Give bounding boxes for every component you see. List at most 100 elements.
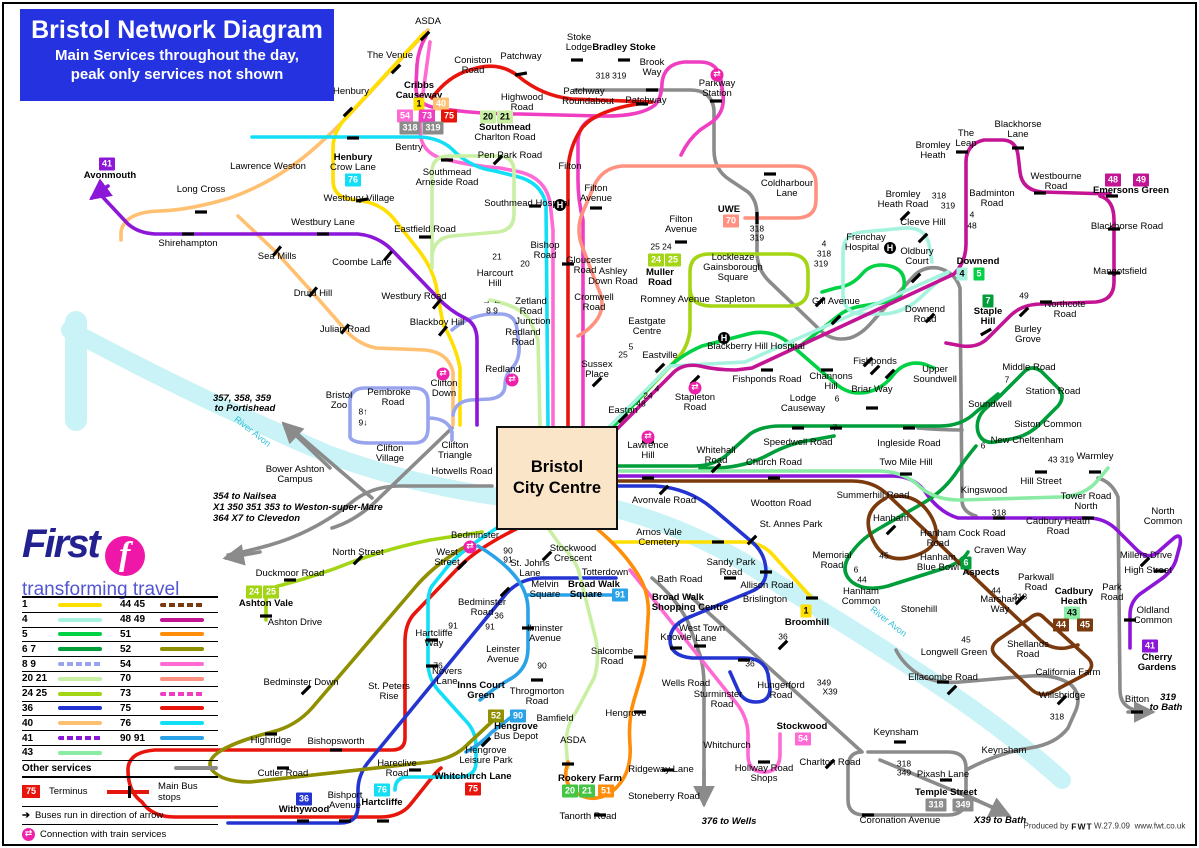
route-line bbox=[866, 494, 938, 561]
route-line bbox=[798, 263, 907, 348]
station-label: Bishop bbox=[530, 239, 560, 251]
station-label: 48 bbox=[967, 220, 977, 231]
bus-stop-tick bbox=[1012, 146, 1024, 150]
station-label: Gill Avenue bbox=[812, 295, 860, 307]
station-label: 319 bbox=[940, 200, 956, 211]
station-label: Down bbox=[431, 387, 457, 399]
station-label: Cock Road bbox=[958, 527, 1006, 539]
station-label: Produced by bbox=[1023, 821, 1069, 831]
route-badge: 5 bbox=[973, 267, 985, 281]
station-label: Road bbox=[926, 537, 950, 549]
station-label: 36 bbox=[494, 610, 504, 621]
hospital-icon: H bbox=[884, 242, 896, 254]
station-label: Lawrence bbox=[627, 439, 669, 451]
station-label: Hill bbox=[824, 380, 838, 392]
station-label: New Cheltenham bbox=[990, 434, 1064, 446]
station-label: Lane bbox=[436, 675, 458, 687]
station-label: Coldharbour bbox=[760, 177, 814, 189]
station-label: Road bbox=[683, 401, 707, 413]
station-label: Road bbox=[769, 689, 793, 701]
route-line bbox=[975, 366, 1064, 445]
route-line bbox=[393, 526, 499, 792]
station-label: 7 bbox=[832, 422, 838, 433]
route-line bbox=[126, 526, 520, 819]
route-line bbox=[841, 226, 950, 316]
route-line bbox=[236, 214, 455, 427]
bus-stop-tick bbox=[1035, 470, 1047, 474]
bus-stop-tick bbox=[352, 554, 364, 566]
station-label: 49 bbox=[1019, 290, 1029, 301]
station-label: Leisure Park bbox=[459, 754, 513, 766]
station-label: Ashton Vale bbox=[238, 597, 294, 609]
station-label: Bedminster Down bbox=[263, 676, 339, 688]
station-label: Road bbox=[1016, 648, 1040, 660]
legend-empty bbox=[160, 746, 218, 761]
station-label: Hengrove bbox=[465, 744, 507, 756]
station-label: Bus Depot bbox=[493, 730, 539, 742]
station-label: X39 bbox=[822, 686, 838, 697]
bus-stop-tick bbox=[499, 586, 511, 598]
station-label: Pen Park Road bbox=[477, 149, 543, 161]
station-label: Hill Street bbox=[1020, 475, 1062, 487]
route-badge: 54 bbox=[396, 109, 414, 123]
station-label: Allison Road bbox=[740, 579, 794, 591]
station-label: Road bbox=[648, 276, 672, 288]
station-label: Road bbox=[519, 305, 543, 317]
first-wordmark: First bbox=[22, 522, 101, 566]
bus-stop-tick bbox=[869, 364, 881, 376]
route-badge: 6 bbox=[960, 556, 972, 570]
legend-route-swatch bbox=[160, 598, 218, 613]
station-label: Redland bbox=[485, 363, 521, 375]
station-label: Stoneberry Road bbox=[628, 790, 700, 802]
bus-stop-tick bbox=[1018, 306, 1030, 318]
station-label: Common bbox=[841, 595, 881, 607]
station-label: Centre bbox=[632, 325, 662, 337]
train-connection-label: Connection with train services bbox=[40, 828, 167, 840]
bus-stop-tick bbox=[761, 368, 773, 372]
station-label: Triangle bbox=[438, 449, 472, 461]
station-label: Easton bbox=[608, 404, 638, 416]
legend-route-number: 6 7 bbox=[22, 642, 58, 658]
route-line bbox=[614, 392, 1000, 468]
bus-stop-tick bbox=[590, 206, 602, 210]
station-label: Stockwood bbox=[549, 542, 597, 554]
station-label: Station Road bbox=[1025, 385, 1081, 397]
bus-stop-tick bbox=[910, 272, 922, 284]
station-label: → ← bbox=[482, 295, 502, 306]
station-label: Memorial bbox=[812, 549, 852, 561]
station-label: Road bbox=[719, 566, 743, 578]
route-line bbox=[348, 386, 430, 445]
station-label: 45 bbox=[879, 550, 889, 561]
legend-route-number: 73 bbox=[120, 687, 160, 702]
route-badge: 49 bbox=[1132, 173, 1150, 187]
station-label: Speedwell Road bbox=[763, 436, 833, 448]
station-label: 5 bbox=[628, 341, 634, 352]
station-label: 91 bbox=[503, 554, 513, 565]
station-label: Oldbury bbox=[900, 245, 934, 257]
bus-stop-tick bbox=[1108, 227, 1120, 231]
station-label: Highwood bbox=[500, 91, 544, 103]
station-label: 91 bbox=[448, 620, 458, 631]
station-label: Northcote bbox=[1044, 298, 1086, 310]
station-label: 8↑ bbox=[358, 406, 368, 417]
bus-stop-tick bbox=[792, 426, 804, 430]
station-label: 21 bbox=[492, 251, 502, 262]
route-badge: 91 bbox=[611, 588, 629, 602]
station-label: Hanham bbox=[843, 585, 879, 597]
station-label: Road bbox=[582, 301, 606, 313]
rail-connection-icon: ⇄ bbox=[710, 68, 724, 82]
bus-stop-tick bbox=[712, 540, 724, 544]
station-label: Siston Common bbox=[1014, 418, 1082, 430]
station-label: Sandy Park bbox=[706, 556, 756, 568]
station-label: Avenue bbox=[486, 653, 520, 665]
bus-stop-tick bbox=[182, 232, 194, 236]
station-label: Whitehall bbox=[696, 444, 736, 456]
station-label: 318 bbox=[816, 248, 832, 259]
station-label: Harcourt bbox=[476, 267, 514, 279]
bus-stop-tick bbox=[342, 106, 354, 118]
legend-route-number: 52 bbox=[120, 642, 160, 658]
station-label: Longwell Green bbox=[920, 646, 988, 658]
station-label: Whitchurch bbox=[703, 739, 751, 751]
